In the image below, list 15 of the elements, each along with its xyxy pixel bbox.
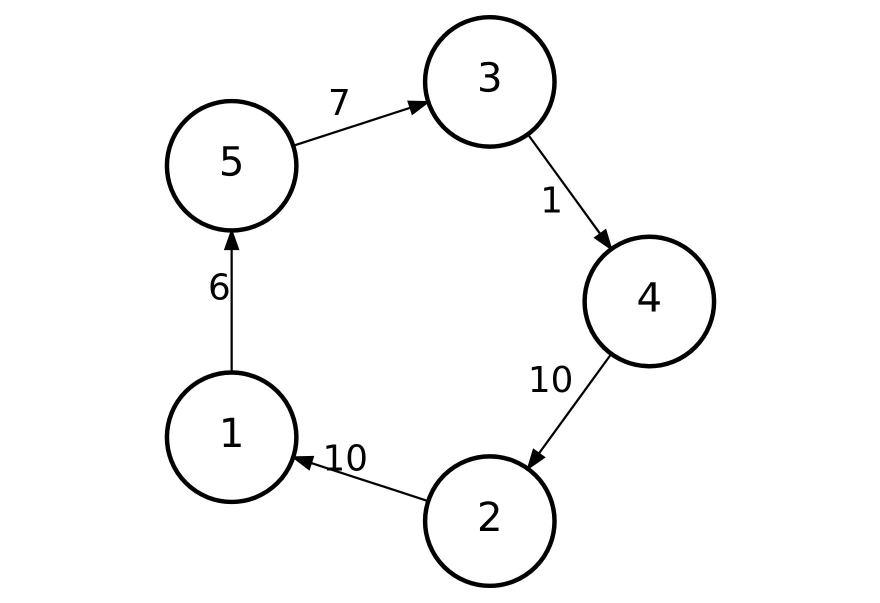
node-circle: 4 [582, 234, 716, 368]
arrow [292, 100, 430, 147]
edge-label: 6 [208, 267, 230, 308]
node-circle: 2 [422, 454, 556, 588]
arrow [223, 228, 239, 372]
arrow [290, 456, 428, 502]
edge-label: 10 [322, 438, 368, 480]
edge-label: 1 [540, 180, 563, 222]
arrow [526, 353, 612, 471]
edge-label: 7 [327, 83, 350, 124]
node-circle: 1 [164, 370, 298, 504]
arrow [526, 134, 612, 252]
node-circle: 5 [164, 98, 298, 233]
node-circle: 3 [422, 14, 556, 149]
edge-label: 10 [527, 360, 573, 401]
